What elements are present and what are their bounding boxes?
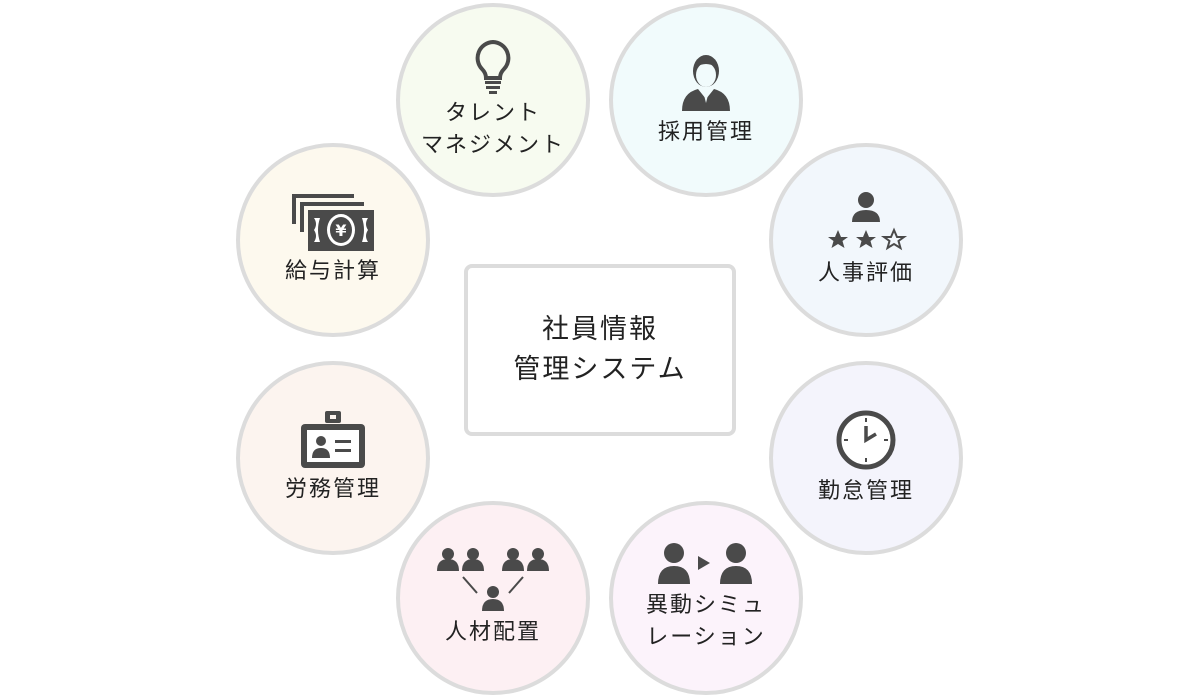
svg-text:¥: ¥: [335, 221, 346, 240]
central-system-title: 社員情報 管理システム: [513, 314, 687, 385]
module-attendance[interactable]: 勤怠管理: [769, 361, 963, 555]
module-label: 採用管理: [657, 120, 754, 145]
module-label: 給与計算: [284, 259, 381, 284]
module-label: タレント マネジメント: [420, 101, 565, 158]
module-label: 人材配置: [444, 620, 541, 645]
module-talent-management[interactable]: タレント マネジメント: [396, 3, 590, 197]
person-transfer-icon: [658, 543, 752, 584]
id-card-icon: [301, 411, 365, 468]
module-personnel-evaluation[interactable]: 人事評価: [769, 143, 963, 337]
clock-icon: [836, 410, 896, 470]
central-system-box: 社員情報 管理システム: [464, 264, 736, 436]
module-transfer-simulation[interactable]: 異動シミュ レーション: [609, 501, 803, 695]
module-payroll[interactable]: ¥ 給与計算: [236, 143, 430, 337]
businessman-icon: [682, 55, 730, 111]
people-placement-icon: [437, 548, 549, 611]
person-rating-icon: [828, 192, 908, 251]
module-recruitment[interactable]: 採用管理: [609, 3, 803, 197]
module-label: 労務管理: [284, 477, 381, 502]
module-label: 勤怠管理: [817, 479, 914, 504]
lightbulb-icon: [475, 39, 511, 94]
module-label: 異動シミュ レーション: [645, 593, 766, 650]
module-labor-management[interactable]: 労務管理: [236, 361, 430, 555]
module-label: 人事評価: [817, 261, 914, 286]
yen-bills-icon: ¥: [292, 194, 374, 251]
module-staff-placement[interactable]: 人材配置: [396, 501, 590, 695]
